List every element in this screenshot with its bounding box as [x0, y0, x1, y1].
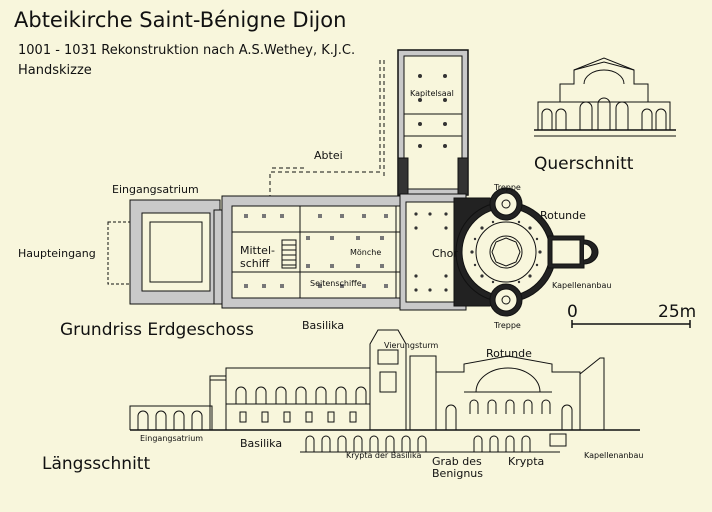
label-treppe-top: Treppe [494, 183, 521, 192]
page-title: Abteikirche Saint-Bénigne Dijon [14, 8, 347, 32]
label-krypta: Krypta [508, 455, 545, 468]
staircase-hatching [281, 239, 297, 269]
eingangsatrium-plan [107, 199, 227, 305]
label-treppe-bottom: Treppe [494, 321, 521, 330]
laengsschnitt-drawing [129, 329, 640, 453]
label-eingangsatrium-section: Eingangsatrium [140, 434, 204, 443]
label-eingangsatrium-plan: Eingangsatrium [112, 183, 199, 196]
heading-grundriss: Grundriss Erdgeschoss [60, 320, 254, 340]
label-haupteingang: Haupteingang [18, 247, 96, 260]
label-moenche: Mönche [350, 248, 382, 257]
label-seitenschiffe: Seitenschiffe [310, 279, 362, 288]
label-abtei: Abtei [314, 149, 343, 162]
subtitle: 1001 - 1031 Rekonstruktion nach A.S.Weth… [18, 43, 356, 58]
abtei-outline [269, 60, 385, 200]
label-kapellenanbau-plan: Kapellenanbau [552, 281, 612, 290]
label-krypta-basilika: Krypta der Basilika [346, 451, 422, 460]
label-mittelschiff: Mittel- schiff [240, 244, 275, 271]
kapellenanbau-plan [547, 235, 599, 269]
subtitle-handskizze: Handskizze [18, 63, 92, 78]
scale-zero: 0 [567, 302, 578, 322]
label-chor: Chor [432, 247, 458, 260]
label-rotunde-plan: Rotunde [540, 209, 586, 222]
label-kapellenanbau-section: Kapellenanbau [584, 451, 644, 460]
label-rotunde-section: Rotunde [486, 347, 532, 360]
label-grab-benignus: Grab des Benignus [432, 455, 483, 481]
scale-max: 25m [658, 302, 697, 322]
kapitelsaal-plan [397, 49, 469, 196]
label-vierungsturm: Vierungsturm [384, 341, 439, 350]
rotunde-plan [453, 187, 557, 317]
heading-querschnitt: Querschnitt [534, 154, 634, 174]
label-basilika-plan: Basilika [302, 319, 345, 332]
label-kapitelsaal: Kapitelsaal [410, 89, 454, 98]
heading-laengsschnitt: Längsschnitt [42, 454, 151, 474]
scale-bar [571, 320, 691, 328]
querschnitt-drawing [534, 57, 676, 137]
label-basilika-section: Basilika [240, 437, 283, 450]
